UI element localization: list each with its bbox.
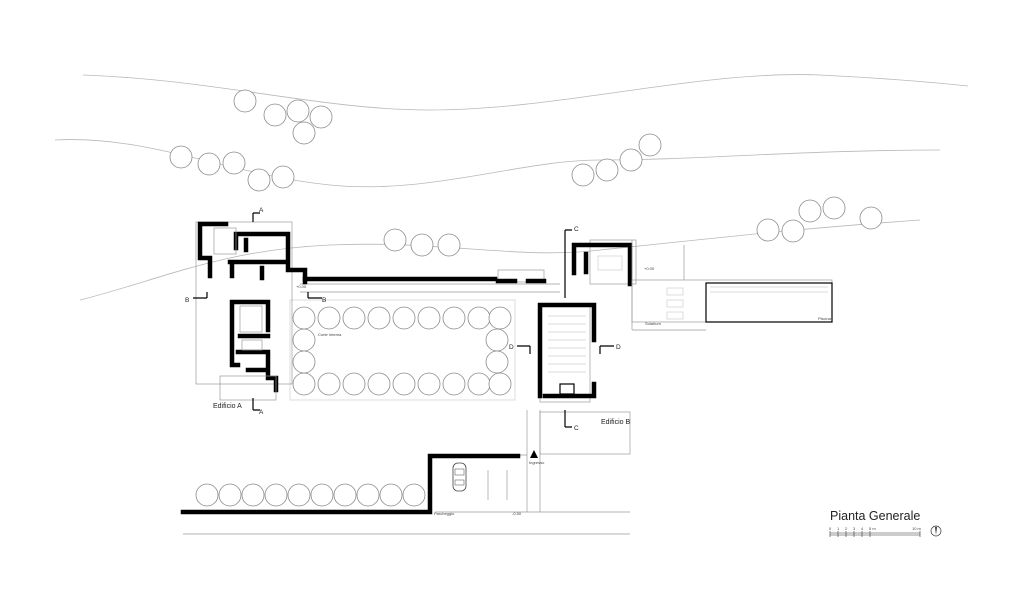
entrance-label: Ingresso [529,460,545,465]
level-marker-b: +0.00 [644,266,655,271]
section-a-top: A [259,207,264,214]
scale-tick-3: 3 [853,526,856,531]
building-a: Edificio A +0.00 [195,221,308,410]
pool-area: Solarium Piscina [631,240,833,331]
drawing-title: Pianta Generale [830,509,920,523]
scale-tick-2: 2 [845,526,848,531]
parking-label: Parcheggio [434,511,455,516]
section-c-top: C [574,226,579,233]
courtyard: Corte Interna [289,299,516,401]
car-icon [452,462,467,492]
scale-tick-10: 10 m [912,526,922,531]
section-markers-a-b: A A B B [185,207,326,416]
title-block: Pianta Generale 0 1 2 3 4 5 m 10 m [829,509,942,537]
entrance-arrow-icon [530,450,538,458]
scale-bar: 0 1 2 3 4 5 m 10 m [829,526,922,537]
section-c-bottom: C [574,425,579,432]
courtyard-trees [292,306,512,396]
trees-south [195,483,426,507]
courtyard-label: Corte Interna [318,332,342,337]
section-b-left: B [185,297,189,304]
section-b-right: B [322,297,326,304]
terrain-contours [54,74,969,301]
building-b: Edificio B [537,302,631,455]
building-b-stairs [548,315,586,373]
scale-tick-4: 4 [861,526,864,531]
scale-tick-1: 1 [837,526,840,531]
level-marker-c: -0.50 [512,511,522,516]
scale-tick-5: 5 m [869,526,876,531]
pavilion-north: +0.00 [571,239,655,287]
section-markers-c-d: C C D D [509,226,621,432]
pool-label: Piscina [818,316,832,321]
north-arrow-icon [930,525,942,537]
trees-north [169,89,883,257]
walkway [300,269,560,293]
entrance-parking: Ingresso Parcheggio -0.50 [180,410,630,535]
building-a-label: Edificio A [213,403,242,410]
section-d-left: D [509,344,514,351]
building-b-label: Edificio B [601,419,631,426]
solarium-label: Solarium [645,321,661,326]
north-marker-a: +0.00 [296,284,307,289]
section-d-right: D [616,344,621,351]
scale-tick-0: 0 [829,526,832,531]
section-a-bottom: A [259,409,264,416]
